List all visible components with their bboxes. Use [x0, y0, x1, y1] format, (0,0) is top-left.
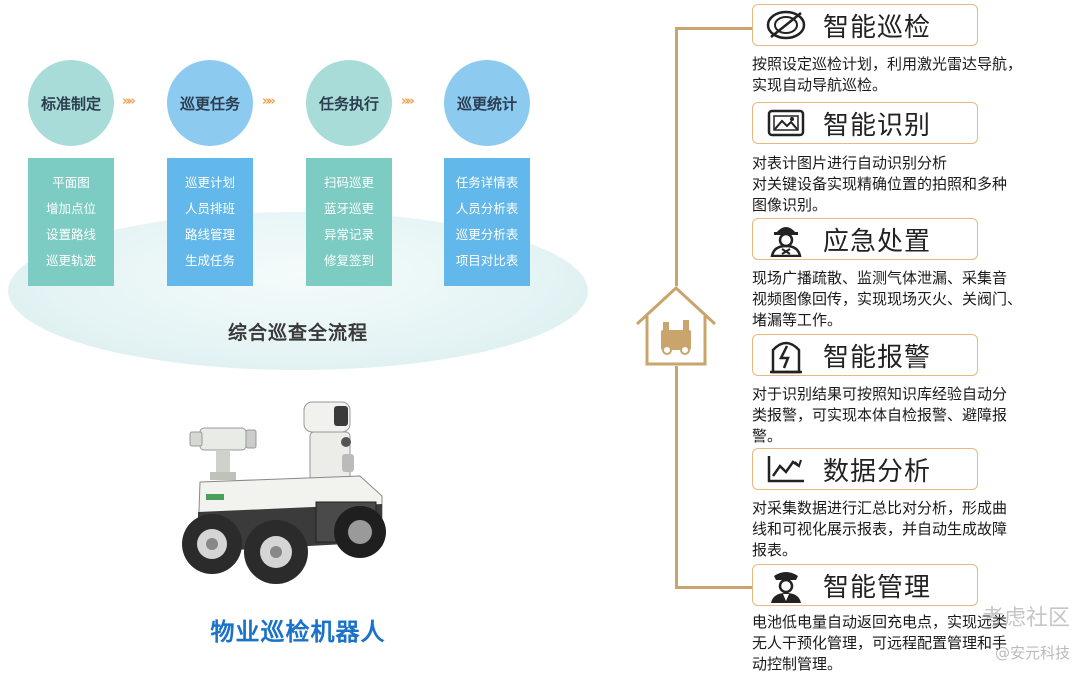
feature-smart-alarm: 智能报警: [752, 334, 978, 376]
process-label: 综合巡查全流程: [227, 322, 368, 344]
desc-line: 报表。: [752, 541, 798, 559]
stage-title: 任务执行: [306, 60, 392, 146]
stage-title: 巡更统计: [444, 60, 530, 146]
desc-line: 线和可视化展示报表，并自动生成故障: [752, 520, 1008, 538]
desc-line: 实现自动导航巡检。: [752, 76, 888, 94]
desc-line: 对表计图片进行自动识别分析: [752, 154, 948, 172]
stage-item: 扫码巡更: [323, 175, 374, 190]
desc-line: 动控制管理。: [752, 655, 843, 673]
stage-item: 异常记录: [323, 227, 374, 242]
patrol-robot-image: [182, 401, 386, 584]
desc-line: 堵漏等工作。: [752, 311, 843, 329]
stage-standard: 标准制定 平面图 增加点位 设置路线 巡更轨迹: [16, 60, 126, 286]
desc-line: 警。: [752, 427, 783, 445]
feature-description: 电池低电量自动返回充电点，实现远类 无人干预化管理，可远程配置管理和手 动控制管…: [752, 612, 1062, 675]
feature-data-analysis: 数据分析: [752, 448, 978, 490]
desc-line: 对关键设备实现精确位置的拍照和多种: [752, 175, 1008, 193]
feature-description: 对采集数据进行汇总比对分析，形成曲 线和可视化展示报表，并自动生成故障 报表。: [752, 498, 1062, 561]
stage-item: 路线管理: [184, 227, 235, 242]
stage-item: 项目对比表: [455, 253, 519, 268]
desc-line: 无人干预化管理，可远程配置管理和手: [752, 634, 1008, 652]
desc-line: 类报警，可实现本体自检报警、避障报: [752, 406, 1008, 424]
stage-items: 扫码巡更 蓝牙巡更 异常记录 修复签到: [306, 158, 392, 286]
firefighter-icon: [763, 222, 809, 257]
feature-smart-recognition: 智能识别: [752, 102, 978, 144]
feature-description: 现场广播疏散、监测气体泄漏、采集音 视频图像回传，实现现场灭火、关阀门、 堵漏等…: [752, 268, 1062, 331]
desc-line: 现场广播疏散、监测气体泄漏、采集音: [752, 269, 1008, 287]
alarm-icon: [763, 338, 809, 374]
flow-arrow: »»: [401, 94, 415, 109]
image-recognition-icon: [763, 106, 809, 140]
stage-item: 任务详情表: [455, 175, 519, 190]
stage-item: 增加点位: [45, 201, 96, 216]
stage-item: 巡更计划: [184, 175, 235, 190]
line-chart-icon: [763, 452, 809, 486]
desc-line: 图像识别。: [752, 196, 828, 214]
stage-items: 任务详情表 人员分析表 巡更分析表 项目对比表: [444, 158, 530, 286]
stage-item: 修复签到: [323, 253, 374, 268]
desc-line: 视频图像回传，实现现场灭火、关阀门、: [752, 290, 1023, 308]
desc-line: 对于识别结果可按照知识库经验自动分: [752, 385, 1008, 403]
stage-title: 标准制定: [28, 60, 114, 146]
flow-arrow: »»: [262, 94, 276, 109]
feature-description: 按照设定巡检计划，利用激光雷达导航， 实现自动导航巡检。: [752, 54, 1062, 96]
timeline-connector-top: [675, 27, 752, 30]
timeline-line-bottom: [675, 366, 678, 588]
stage-task: 巡更任务 巡更计划 人员排班 路线管理 生成任务: [155, 60, 265, 286]
feature-description: 对于识别结果可按照知识库经验自动分 类报警，可实现本体自检报警、避障报 警。: [752, 384, 1062, 447]
feature-title: 应急处置: [823, 226, 932, 257]
stage-item: 人员排班: [184, 201, 235, 216]
feature-title: 智能巡检: [823, 12, 932, 43]
stage-item: 蓝牙巡更: [323, 201, 374, 216]
stage-item: 设置路线: [45, 227, 96, 242]
stage-items: 平面图 增加点位 设置路线 巡更轨迹: [28, 158, 114, 286]
desc-line: 按照设定巡检计划，利用激光雷达导航，: [752, 55, 1023, 73]
stage-title: 巡更任务: [167, 60, 253, 146]
stage-item: 生成任务: [184, 253, 235, 268]
timeline-line-top: [675, 28, 678, 286]
feature-smart-patrol: 智能巡检: [752, 4, 978, 46]
feature-smart-management: 智能管理: [752, 564, 978, 606]
feature-title: 数据分析: [823, 456, 932, 487]
watermark-community: 考虑社区: [981, 606, 1070, 631]
feature-title: 智能管理: [823, 572, 932, 603]
stage-item: 巡更轨迹: [45, 253, 96, 268]
desc-line: 电池低电量自动返回充电点，实现远类: [752, 613, 1008, 631]
house-icon: [635, 285, 717, 366]
radar-icon: [763, 8, 809, 42]
stage-statistics: 巡更统计 任务详情表 人员分析表 巡更分析表 项目对比表: [432, 60, 542, 286]
robot-title: 物业巡检机器人: [210, 618, 386, 646]
flow-arrow: »»: [122, 94, 136, 109]
stage-execute: 任务执行 扫码巡更 蓝牙巡更 异常记录 修复签到: [294, 60, 404, 286]
feature-title: 智能识别: [823, 110, 932, 141]
stage-item: 平面图: [52, 175, 90, 190]
stage-items: 巡更计划 人员排班 路线管理 生成任务: [167, 158, 253, 286]
feature-title: 智能报警: [823, 342, 932, 373]
feature-description: 对表计图片进行自动识别分析 对关键设备实现精确位置的拍照和多种 图像识别。: [752, 153, 1062, 216]
security-guard-icon: [763, 568, 809, 603]
stage-item: 人员分析表: [455, 201, 519, 216]
stage-item: 巡更分析表: [455, 227, 519, 242]
timeline-connector-bottom: [675, 586, 752, 589]
watermark-author: @安元科技: [994, 644, 1070, 662]
feature-emergency-response: 应急处置: [752, 218, 978, 260]
desc-line: 对采集数据进行汇总比对分析，形成曲: [752, 499, 1008, 517]
